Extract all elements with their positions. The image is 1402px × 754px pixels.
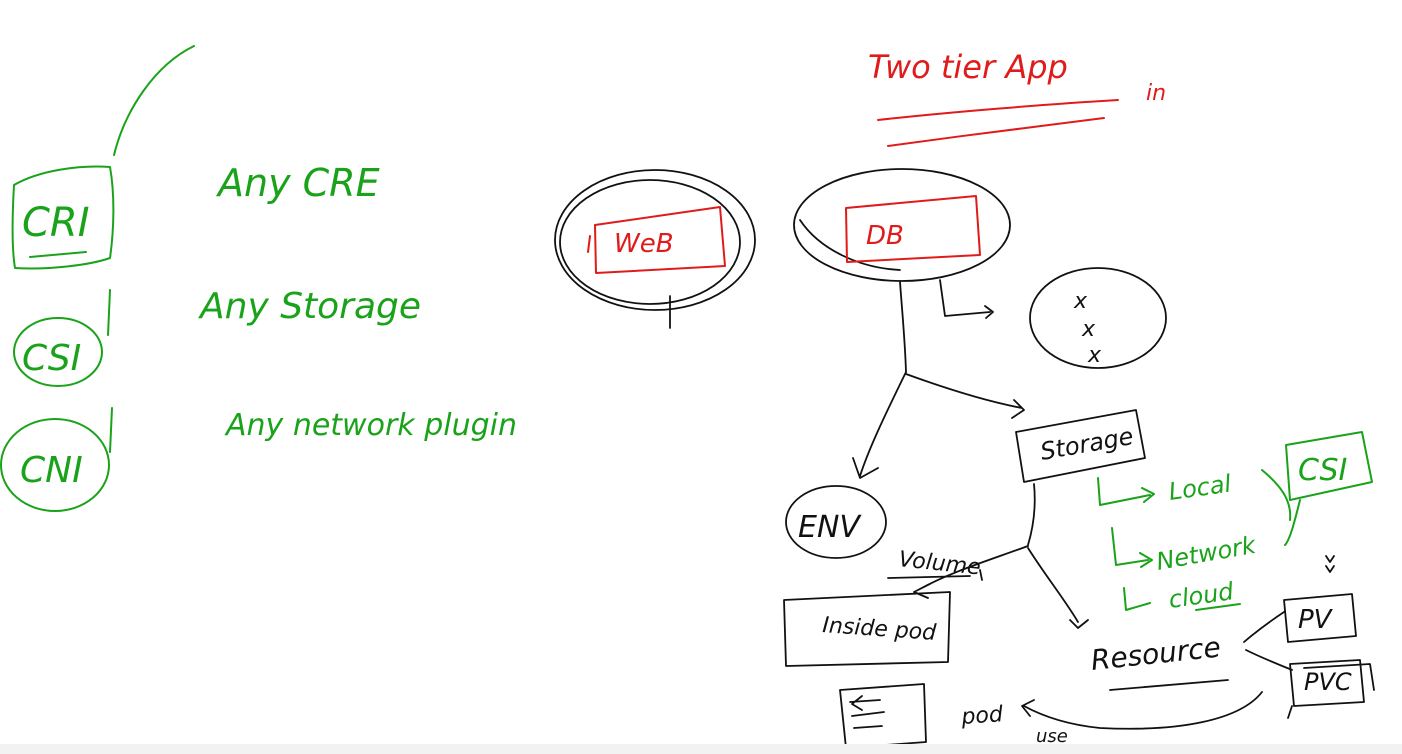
cri-underline — [29, 251, 87, 258]
network-arrow — [1111, 527, 1153, 568]
cloud-arrow — [1123, 587, 1151, 611]
csi-desc: Any Storage — [198, 286, 421, 327]
title-underline-1 — [877, 99, 1119, 121]
env-label: ENV — [798, 510, 862, 545]
title-group: Two tier App in — [868, 48, 1166, 147]
cni-connector — [109, 407, 113, 453]
pod-icon-group: pod use — [839, 683, 1263, 749]
title-underline-2 — [887, 117, 1105, 147]
volume-underline — [887, 569, 983, 581]
db-branches — [852, 371, 1025, 479]
db-outer-ellipse — [793, 168, 1011, 282]
cri-box — [11, 165, 115, 270]
resource-underline — [1109, 679, 1229, 691]
web-box-tick — [587, 235, 591, 253]
web-inner-ellipse — [559, 179, 741, 305]
inside-pod-box — [783, 591, 951, 667]
arrow-to-env — [852, 371, 907, 479]
csi-group: CSI Any Storage — [13, 286, 421, 387]
arrow-to-storage — [905, 373, 1025, 419]
type-csi: CSI — [1298, 453, 1348, 488]
arrow-to-resource — [1027, 547, 1089, 629]
pvc-box — [1289, 659, 1365, 707]
use-label: use — [1036, 726, 1068, 747]
csi-box-right — [1285, 431, 1373, 501]
db-side-arrow — [939, 279, 994, 319]
bottom-scroll-strip — [0, 744, 1402, 754]
cross-mark-2: x — [1081, 317, 1096, 342]
pod-icon-lines — [849, 695, 885, 729]
web-label: WeB — [614, 229, 674, 259]
cni-group: CNI Any network plugin — [0, 407, 517, 512]
storage-node: Storage — [913, 409, 1146, 629]
env-circle — [785, 485, 887, 559]
cloud-underline — [1195, 603, 1241, 611]
pod-label: pod — [960, 702, 1005, 730]
pv-label: PV — [1298, 605, 1334, 635]
storage-label: Storage — [1038, 422, 1135, 466]
resource-to-pv — [1243, 611, 1285, 643]
cni-label: CNI — [20, 450, 83, 491]
arrow-to-volume — [913, 545, 1029, 599]
db-tier: DB — [793, 168, 1011, 373]
cni-circle — [0, 418, 110, 512]
pv-down-marks — [1325, 555, 1335, 573]
resource-group: Resource PV PVC — [1089, 555, 1375, 719]
db-box — [845, 195, 981, 263]
web-tier: WeB — [554, 169, 756, 329]
pvc-tail — [1287, 705, 1293, 719]
db-stem — [899, 281, 907, 373]
pv-box — [1283, 593, 1357, 643]
storage-stem — [1027, 483, 1036, 546]
local-arrow — [1097, 477, 1155, 506]
pvc-box-shadow — [1303, 663, 1375, 691]
resource-to-pvc — [1245, 649, 1293, 671]
cri-desc: Any CRE — [215, 161, 380, 205]
pod-icon-box — [839, 683, 927, 749]
cross-mark-3: x — [1087, 343, 1102, 368]
volume-group: Volume Inside pod — [783, 547, 983, 667]
env-node: ENV — [785, 485, 887, 559]
csi-label: CSI — [22, 338, 81, 379]
crossed-circle — [1029, 267, 1167, 369]
type-local: Local — [1167, 469, 1233, 505]
cri-connector — [113, 45, 195, 156]
cri-label: CRI — [22, 200, 90, 246]
cri-group: CRI Any CRE — [11, 45, 380, 270]
types-brace — [1261, 469, 1301, 546]
db-label: DB — [866, 221, 904, 251]
crossed-out-circle: x x x — [1029, 267, 1167, 369]
storage-box — [1015, 409, 1146, 483]
web-outer-ellipse — [554, 169, 756, 311]
cni-desc: Any network plugin — [224, 408, 517, 443]
cross-mark-1: x — [1073, 289, 1088, 314]
inside-pod-label: Inside pod — [822, 613, 938, 646]
web-box — [594, 206, 726, 274]
resource-label: Resource — [1089, 631, 1222, 677]
use-arrow — [1021, 691, 1263, 730]
csi-circle — [13, 317, 103, 387]
csi-connector — [107, 289, 111, 336]
title-suffix: in — [1146, 81, 1166, 106]
pvc-label: PVC — [1304, 668, 1352, 696]
type-network: Network — [1154, 531, 1259, 576]
db-extra-stroke — [799, 219, 901, 271]
title-text: Two tier App — [868, 48, 1068, 86]
